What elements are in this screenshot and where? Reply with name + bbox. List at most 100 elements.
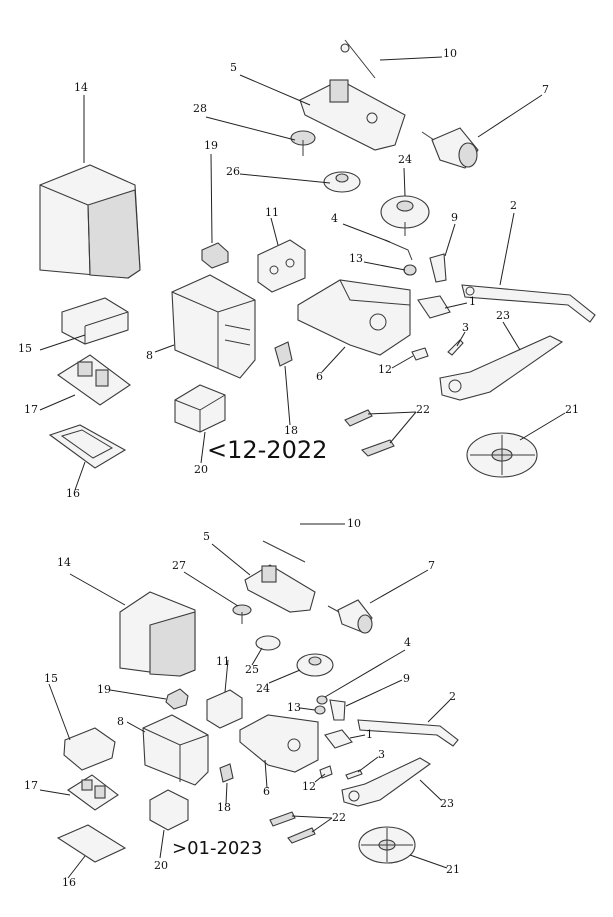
section-old-drawing <box>39 39 596 491</box>
callout-2: 2 <box>510 199 517 212</box>
control-board-shape-new <box>67 774 119 811</box>
callout-27-new: 27 <box>172 559 186 572</box>
callout-19-new: 19 <box>97 683 111 696</box>
callout-11-new: 11 <box>216 655 230 668</box>
spring-13-shape-new <box>314 705 326 715</box>
cover-shape-new <box>119 591 196 677</box>
callout-13: 13 <box>349 252 363 265</box>
callout-15: 15 <box>18 342 32 355</box>
large-gear-shape <box>380 195 430 236</box>
callout-22-new: 22 <box>332 811 346 824</box>
leaders-old <box>39 56 566 491</box>
transformer-shape <box>174 384 226 433</box>
callout-1: 1 <box>469 295 476 308</box>
callout-10-new: 10 <box>347 517 361 530</box>
callout-25-new: 25 <box>245 663 259 676</box>
callout-1-new: 1 <box>366 728 373 741</box>
control-board-shape <box>57 354 131 406</box>
clips-shape-new <box>269 811 316 844</box>
callout-4: 4 <box>331 212 338 225</box>
callout-8-new: 8 <box>117 715 124 728</box>
bracket-shape-new <box>324 729 353 749</box>
callout-3-new: 3 <box>378 748 385 761</box>
section-new-drawing <box>39 523 459 879</box>
callout-6: 6 <box>316 370 323 383</box>
callout-14-new: 14 <box>57 556 71 569</box>
small-gear-shape <box>290 130 316 156</box>
callout-4-new: 4 <box>404 636 411 649</box>
callout-22: 22 <box>416 403 430 416</box>
callout-6-new: 6 <box>263 785 270 798</box>
large-gear-shape-new <box>296 653 334 677</box>
version-label-old: <12-2022 <box>207 436 328 464</box>
wheel-cover-shape <box>466 432 538 478</box>
terminal-block-shape <box>257 239 306 293</box>
callout-17: 17 <box>24 403 38 416</box>
wheel-cover-shape-new <box>358 826 416 864</box>
callout-8: 8 <box>146 349 153 362</box>
callout-2-new: 2 <box>449 690 456 703</box>
callout-18-new: 18 <box>217 801 231 814</box>
board-cover-shape <box>61 297 129 345</box>
lower-housing-shape-new <box>239 714 319 773</box>
switch-shape <box>274 341 293 367</box>
connector-shape <box>201 242 229 269</box>
terminal-block-shape-new <box>206 689 243 729</box>
callout-23: 23 <box>496 309 510 322</box>
transformer-shape-new <box>149 789 189 831</box>
switch-shape-new <box>219 763 234 783</box>
callout-10: 10 <box>443 47 457 60</box>
callout-11: 11 <box>265 206 279 219</box>
motor-shape <box>421 127 479 169</box>
callout-13-new: 13 <box>287 701 301 714</box>
connector-shape-new <box>165 688 189 710</box>
spring-13-shape <box>403 264 417 276</box>
callout-9: 9 <box>451 211 458 224</box>
lever-shape <box>429 253 447 283</box>
leaders-new <box>39 523 451 879</box>
callout-15-new: 15 <box>44 672 58 685</box>
callout-3: 3 <box>462 321 469 334</box>
motor-shape-new <box>327 599 373 634</box>
bolt-shape <box>411 347 429 361</box>
callout-26: 26 <box>226 165 240 178</box>
callout-24-new: 24 <box>256 682 270 695</box>
spring-4-shape-new <box>316 695 328 705</box>
frame-shape-new <box>142 714 209 786</box>
callout-17-new: 17 <box>24 779 38 792</box>
callout-19: 19 <box>204 139 218 152</box>
gear-25-shape-new <box>255 635 281 651</box>
shaft-pin-shape-new <box>262 540 306 563</box>
base-plate-shape <box>48 424 127 469</box>
callout-9-new: 9 <box>403 672 410 685</box>
callout-7-new: 7 <box>428 559 435 572</box>
small-gear-shape-new <box>232 604 252 624</box>
arm-curved-shape-new <box>357 719 459 747</box>
callout-7: 7 <box>542 83 549 96</box>
clips-shape <box>344 409 395 457</box>
arm-straight-shape-new <box>341 757 431 807</box>
lower-housing-shape <box>297 279 411 356</box>
callout-12: 12 <box>378 363 392 376</box>
callout-23-new: 23 <box>440 797 454 810</box>
callout-21: 21 <box>565 403 579 416</box>
callout-18: 18 <box>284 424 298 437</box>
pin-shape-new <box>345 769 363 780</box>
callout-14: 14 <box>74 81 88 94</box>
callout-21-new: 21 <box>446 863 460 876</box>
callout-12-new: 12 <box>302 780 316 793</box>
callout-28: 28 <box>193 102 207 115</box>
gear-26-shape <box>323 171 361 193</box>
arm-curved-shape <box>461 284 596 323</box>
upper-housing-shape <box>299 79 406 151</box>
board-cover-shape-new <box>63 727 116 771</box>
version-label-new: >01-2023 <box>172 838 263 859</box>
callout-20-new: 20 <box>154 859 168 872</box>
spring-4-shape <box>384 239 413 261</box>
pin-shape <box>447 339 464 356</box>
shaft-pin-shape <box>340 39 376 79</box>
frame-shape <box>171 274 256 379</box>
callout-20: 20 <box>194 463 208 476</box>
